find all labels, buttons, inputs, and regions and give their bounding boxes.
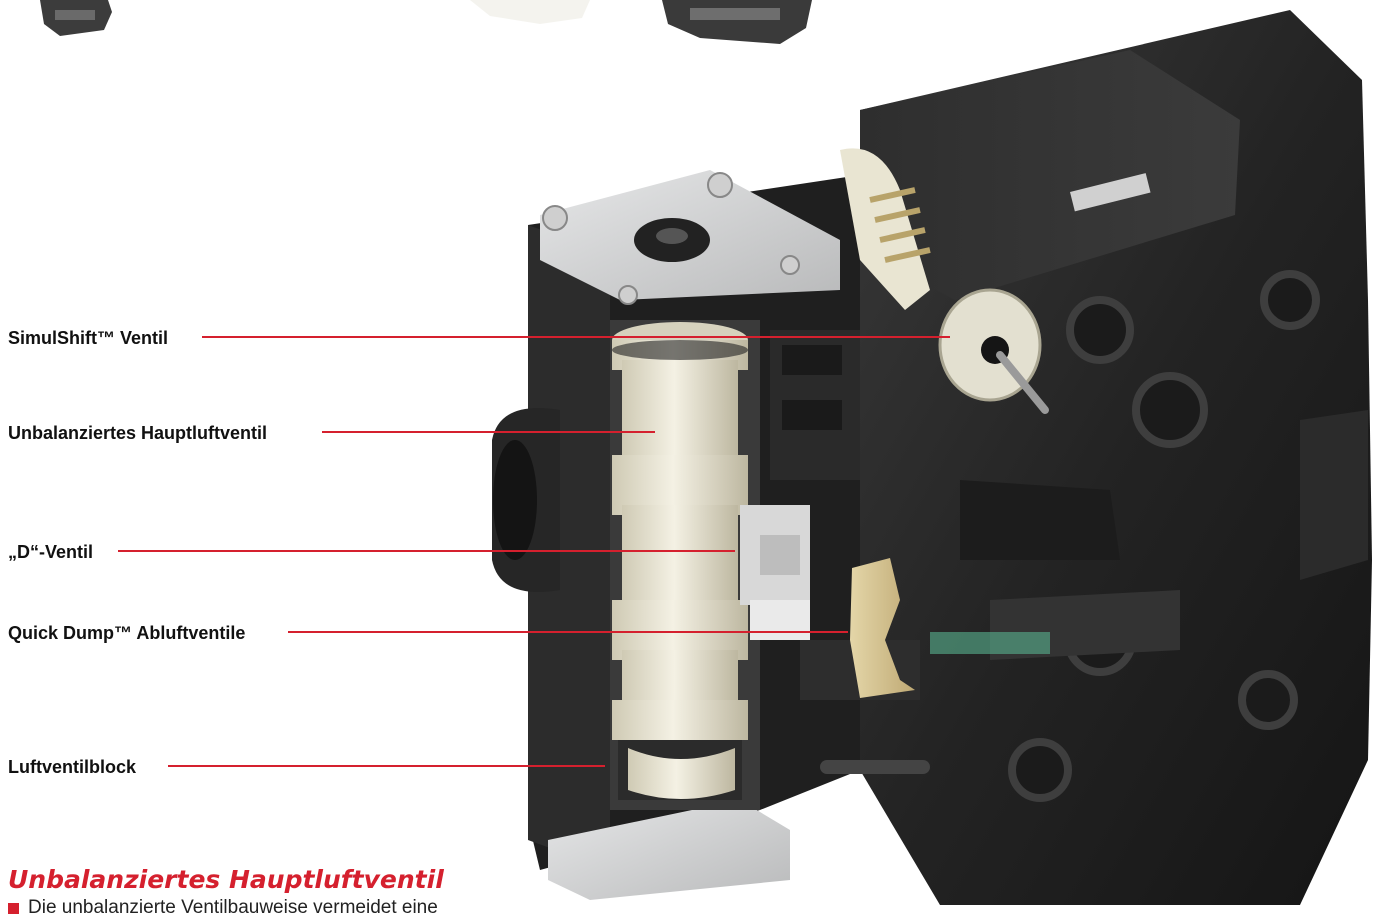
- section-heading: Unbalanziertes Hauptluftventil: [8, 865, 444, 894]
- bullet-square-icon: [8, 902, 19, 914]
- main-air-valve-spool: [610, 320, 760, 810]
- callout-simulshift-valve: SimulShift™ Ventil: [8, 328, 169, 348]
- thumbnail-part-right: [662, 0, 812, 44]
- thumbnail-part-middle: [470, 0, 590, 24]
- callout-air-valve-block: Luftventilblock: [8, 757, 137, 777]
- d-valve: [740, 505, 810, 640]
- bullet-text: Die unbalanzierte Ventilbauweise vermeid…: [28, 897, 438, 918]
- quick-dump-exhaust-valve: [850, 558, 1050, 698]
- callout-main-air-valve: Unbalanziertes Hauptluftventil: [8, 423, 268, 443]
- bullet-item: Die unbalanzierte Ventilbauweise vermeid…: [8, 897, 438, 919]
- callout-quick-dump: Quick Dump™ Abluftventile: [8, 623, 246, 643]
- callout-d-valve: „D“-Ventil: [8, 542, 94, 562]
- pump-housing: [860, 10, 1372, 905]
- thumbnail-part-left: [40, 0, 112, 36]
- simulshift-valve: [840, 148, 1049, 414]
